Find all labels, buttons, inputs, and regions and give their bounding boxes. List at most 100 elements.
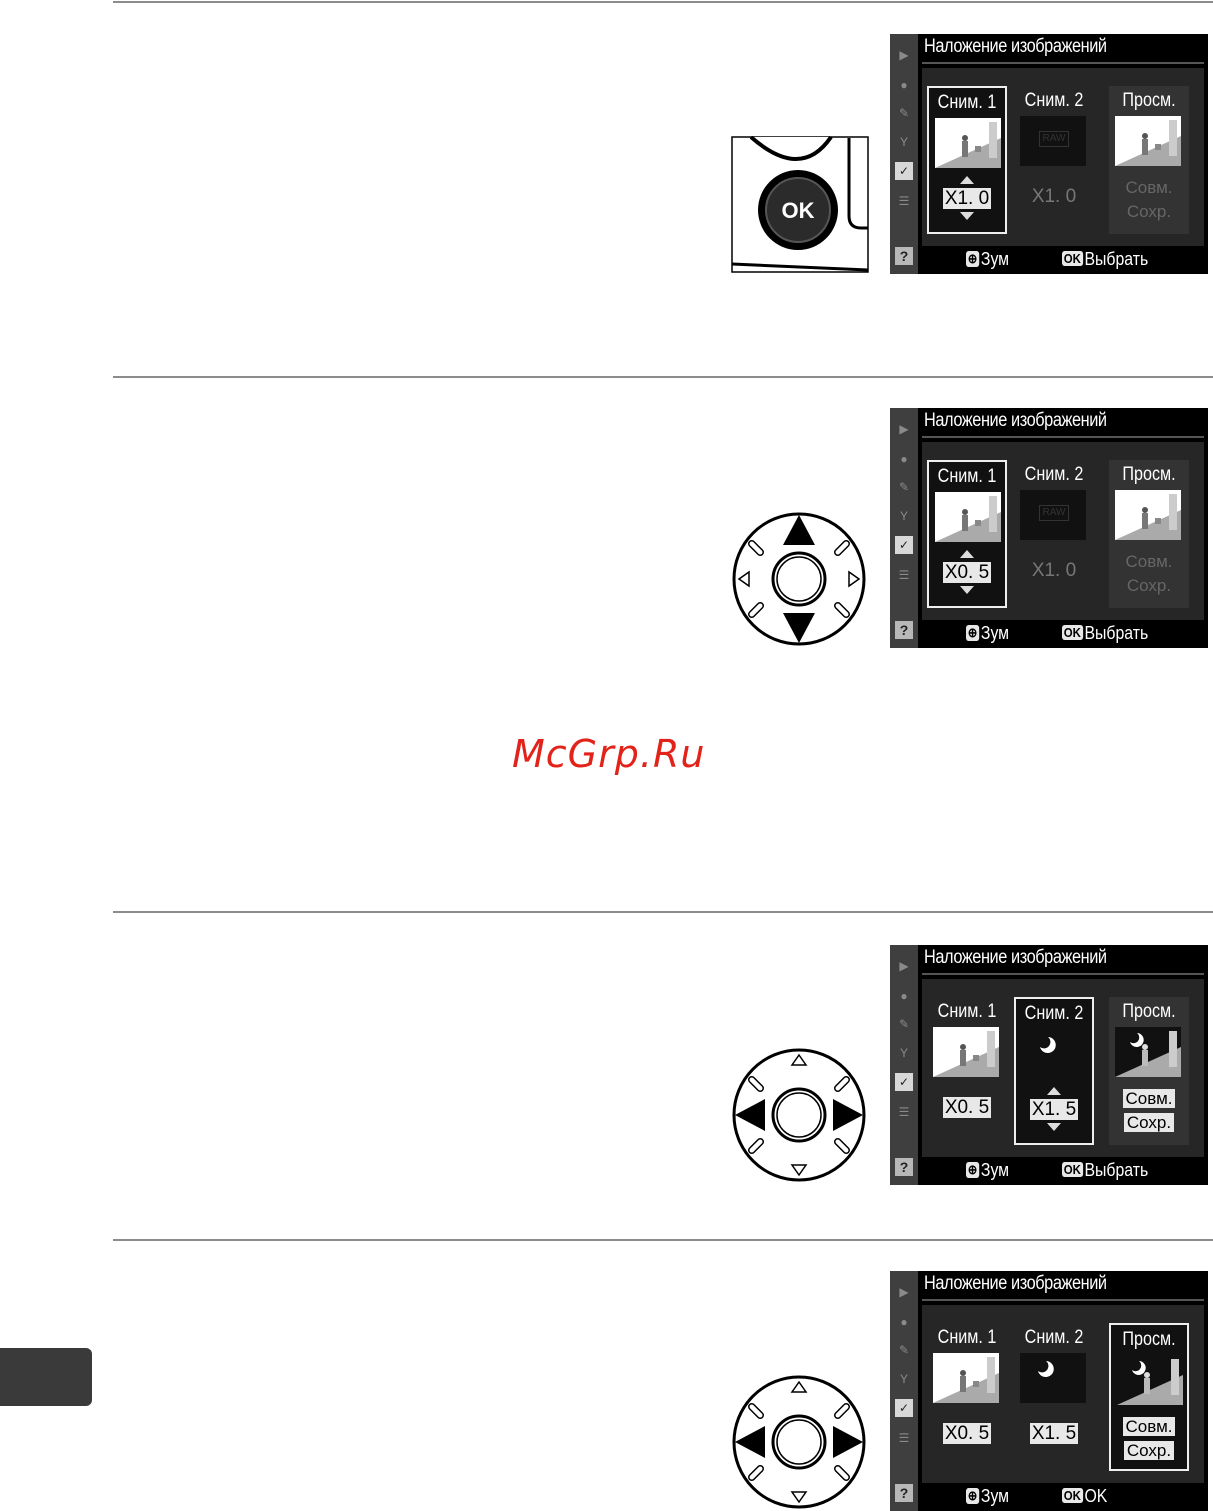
image-2-column: Сним. 2 X1. 5 bbox=[1014, 1323, 1094, 1471]
multi-selector-left-right bbox=[732, 1375, 866, 1509]
raw-placeholder: RAW bbox=[1020, 490, 1086, 540]
image-2-label: Сним. 2 bbox=[1024, 90, 1084, 111]
overlay-option: Совм. bbox=[1125, 178, 1173, 197]
raw-label: RAW bbox=[1039, 131, 1069, 147]
help-icon: ? bbox=[895, 1484, 913, 1502]
image-2-column: Сним. 2 X1. 5 bbox=[1014, 997, 1094, 1145]
ok-key-icon: OK bbox=[1062, 625, 1083, 640]
image-2-gain: X1. 0 bbox=[1031, 560, 1077, 581]
shooting-icon: ● bbox=[900, 1315, 908, 1329]
zoom-icon: ⊕ bbox=[966, 625, 980, 641]
setup-icon: Y bbox=[899, 1372, 908, 1386]
decrease-arrow-icon bbox=[960, 212, 974, 220]
my-menu-icon: ☰ bbox=[898, 1431, 910, 1445]
screen-title: Наложение изображений bbox=[924, 410, 1107, 431]
photo-thumbnail bbox=[933, 1353, 999, 1403]
moon-thumbnail bbox=[1020, 1353, 1086, 1403]
overlay-option: Совм. bbox=[1109, 1089, 1189, 1109]
zoom-icon: ⊕ bbox=[966, 1488, 980, 1504]
my-menu-icon: ☰ bbox=[898, 194, 910, 208]
menu-sidebar: ▶ ● ✎ Y ✓ ☰ ? bbox=[890, 34, 918, 274]
section-divider bbox=[113, 376, 1213, 378]
ok-button-label: OK bbox=[782, 198, 815, 223]
raw-label: RAW bbox=[1039, 505, 1069, 521]
decrease-arrow-icon bbox=[960, 586, 974, 594]
image-1-label: Сним. 1 bbox=[937, 466, 997, 487]
camera-screen-1: ▶ ● ✎ Y ✓ ☰ ? Наложение изображений Сним… bbox=[890, 34, 1208, 274]
ok-key-icon: OK bbox=[1062, 1488, 1083, 1503]
image-1-column: Сним. 1 X0. 5 bbox=[927, 460, 1007, 608]
preview-thumbnail bbox=[1115, 116, 1181, 166]
overlay-option: Совм. bbox=[1125, 552, 1173, 571]
ok-key-icon: OK bbox=[1062, 1162, 1083, 1177]
preview-label: Просм. bbox=[1122, 1329, 1176, 1350]
photo-thumbnail bbox=[935, 492, 1001, 542]
image-2-label: Сним. 2 bbox=[1024, 1327, 1084, 1348]
overlay-option: Совм. bbox=[1111, 1417, 1187, 1437]
camera-screen-2: ▶ ● ✎ Y ✓ ☰ ? Наложение изображений Сним… bbox=[890, 408, 1208, 648]
image-1-gain: X1. 0 bbox=[942, 188, 992, 209]
preview-column: Просм. Совм. Сохр. bbox=[1109, 460, 1189, 608]
menu-sidebar: ▶ ● ✎ Y ✓ ☰ ? bbox=[890, 408, 918, 648]
save-option: Сохр. bbox=[1126, 576, 1172, 595]
zoom-hint: ⊕Зум bbox=[966, 623, 1010, 643]
retouch-icon: ✓ bbox=[895, 536, 913, 554]
menu-sidebar: ▶ ● ✎ Y ✓ ☰ ? bbox=[890, 945, 918, 1185]
image-1-label: Сним. 1 bbox=[937, 92, 997, 113]
preview-column: Просм. Совм. Сохр. bbox=[1109, 1323, 1189, 1471]
camera-screen-3: ▶ ● ✎ Y ✓ ☰ ? Наложение изображений Сним… bbox=[890, 945, 1208, 1185]
multi-selector-left-right bbox=[732, 1048, 866, 1182]
image-2-label: Сним. 2 bbox=[1024, 1003, 1084, 1024]
shooting-icon: ● bbox=[900, 989, 908, 1003]
image-2-gain: X1. 5 bbox=[1029, 1099, 1079, 1120]
zoom-hint: ⊕Зум bbox=[966, 249, 1010, 269]
zoom-hint: ⊕Зум bbox=[966, 1160, 1010, 1180]
preview-label: Просм. bbox=[1122, 1001, 1176, 1022]
help-icon: ? bbox=[895, 247, 913, 265]
ok-button-illustration: OK bbox=[731, 136, 869, 273]
setup-icon: Y bbox=[899, 1046, 908, 1060]
watermark: McGrp.Ru bbox=[512, 732, 706, 776]
image-1-label: Сним. 1 bbox=[937, 1327, 997, 1348]
screen-title: Наложение изображений bbox=[924, 947, 1107, 968]
shooting-icon: ● bbox=[900, 452, 908, 466]
image-1-column: Сним. 1 X0. 5 bbox=[927, 1323, 1007, 1471]
playback-icon: ▶ bbox=[899, 1285, 909, 1299]
section-divider bbox=[113, 911, 1213, 913]
my-menu-icon: ☰ bbox=[898, 1105, 910, 1119]
photo-thumbnail bbox=[933, 1027, 999, 1077]
image-2-label: Сним. 2 bbox=[1024, 464, 1084, 485]
ok-key-icon: OK bbox=[1062, 251, 1083, 266]
image-1-gain: X0. 5 bbox=[942, 562, 992, 583]
multi-selector-up-down bbox=[732, 512, 866, 646]
pencil-icon: ✎ bbox=[898, 1343, 910, 1357]
preview-label: Просм. bbox=[1122, 464, 1176, 485]
zoom-icon: ⊕ bbox=[966, 1162, 980, 1178]
chapter-tab bbox=[0, 1348, 92, 1406]
preview-column: Просм. Совм. Сохр. bbox=[1109, 997, 1189, 1145]
image-1-gain: X0. 5 bbox=[942, 1097, 992, 1118]
pencil-icon: ✎ bbox=[898, 480, 910, 494]
section-divider bbox=[113, 1239, 1213, 1241]
moon-thumbnail bbox=[1022, 1029, 1088, 1079]
help-icon: ? bbox=[895, 1158, 913, 1176]
pencil-icon: ✎ bbox=[898, 1017, 910, 1031]
pencil-icon: ✎ bbox=[898, 106, 910, 120]
help-icon: ? bbox=[895, 621, 913, 639]
playback-icon: ▶ bbox=[899, 422, 909, 436]
increase-arrow-icon bbox=[960, 176, 974, 184]
zoom-icon: ⊕ bbox=[966, 251, 980, 267]
title-divider bbox=[922, 973, 1204, 975]
increase-arrow-icon bbox=[1047, 1087, 1061, 1095]
raw-placeholder: RAW bbox=[1020, 116, 1086, 166]
image-2-column: Сним. 2 RAW X1. 0 bbox=[1014, 86, 1094, 234]
preview-thumbnail bbox=[1117, 1355, 1183, 1405]
my-menu-icon: ☰ bbox=[898, 568, 910, 582]
screen-title: Наложение изображений bbox=[924, 36, 1107, 57]
screen-title: Наложение изображений bbox=[924, 1273, 1107, 1294]
image-2-gain: X1. 0 bbox=[1031, 186, 1077, 207]
setup-icon: Y bbox=[899, 135, 908, 149]
